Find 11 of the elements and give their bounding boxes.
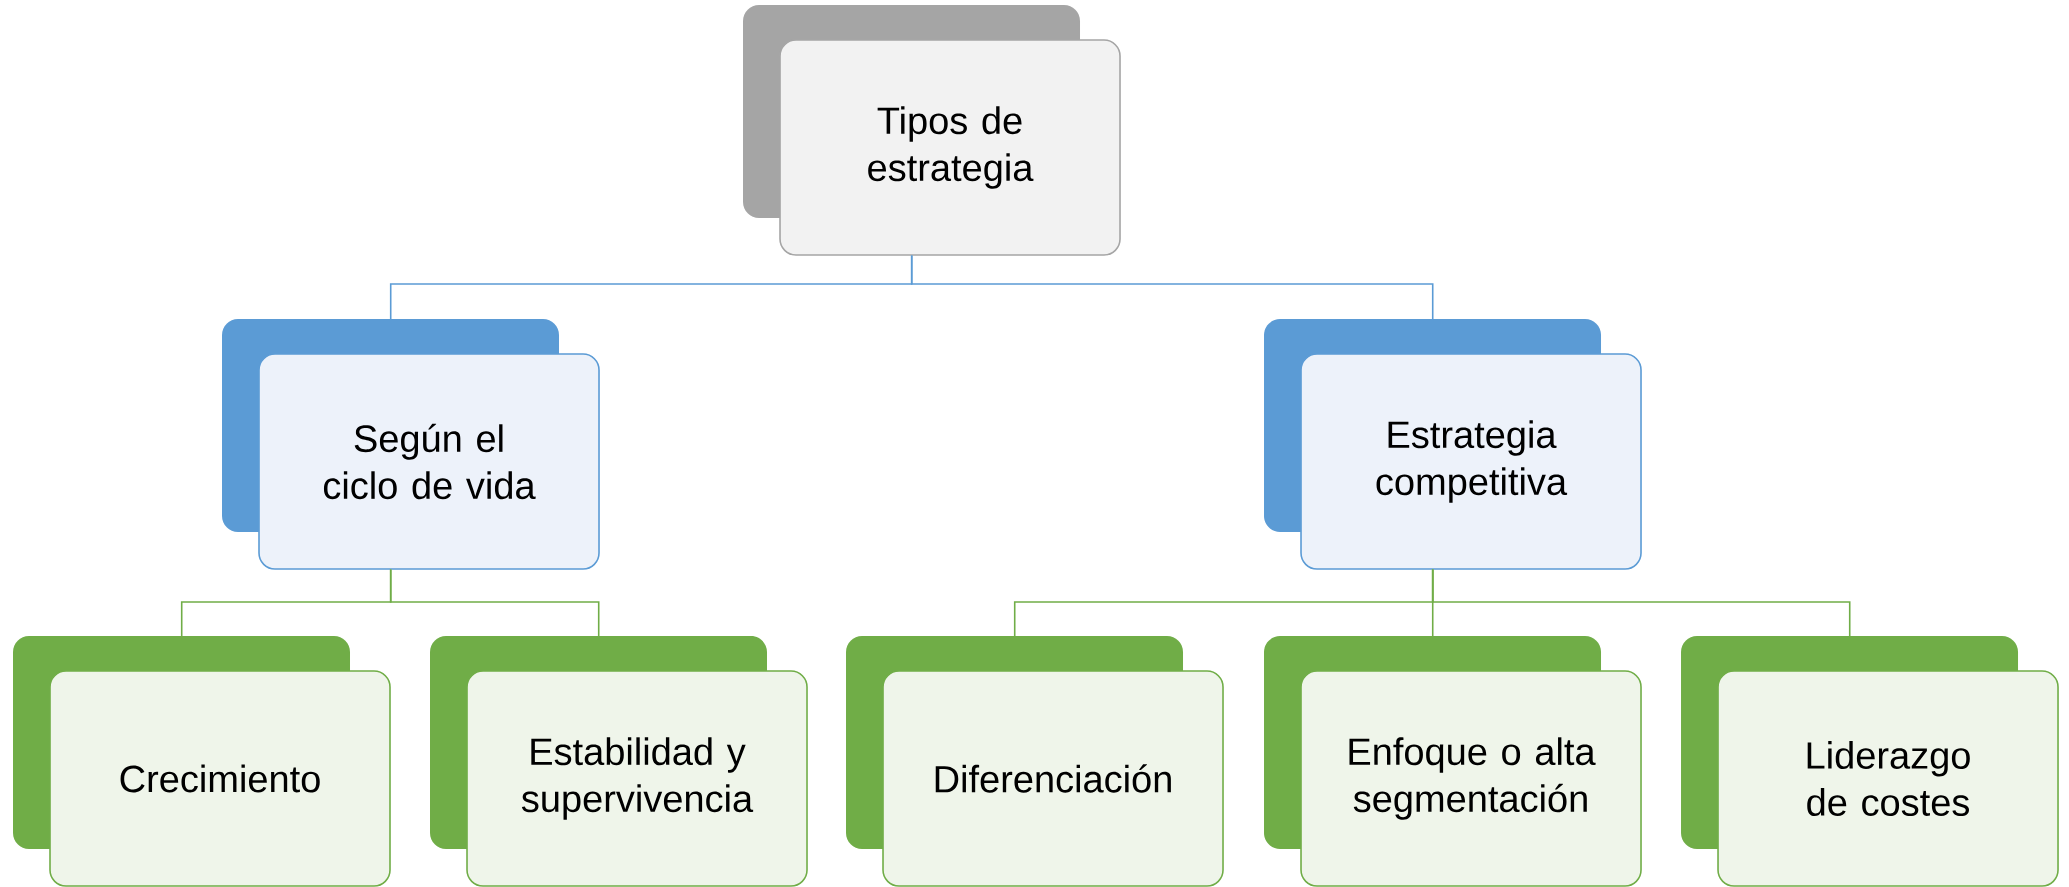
box: Liderazgo de costes: [1681, 636, 2059, 887]
box: Crecimiento: [13, 636, 391, 887]
connector: [389, 568, 600, 637]
box: Enfoque o alta segmentación: [1264, 636, 1642, 887]
box: Tipos de estrategia: [743, 5, 1121, 256]
box: Diferenciación: [846, 636, 1224, 887]
box: Estabilidad y supervivencia: [430, 636, 808, 887]
box: Según el ciclo de vida: [222, 319, 600, 570]
box: Estrategia competitiva: [1264, 319, 1642, 570]
connector: [910, 254, 1434, 320]
connector: [1431, 568, 1851, 637]
